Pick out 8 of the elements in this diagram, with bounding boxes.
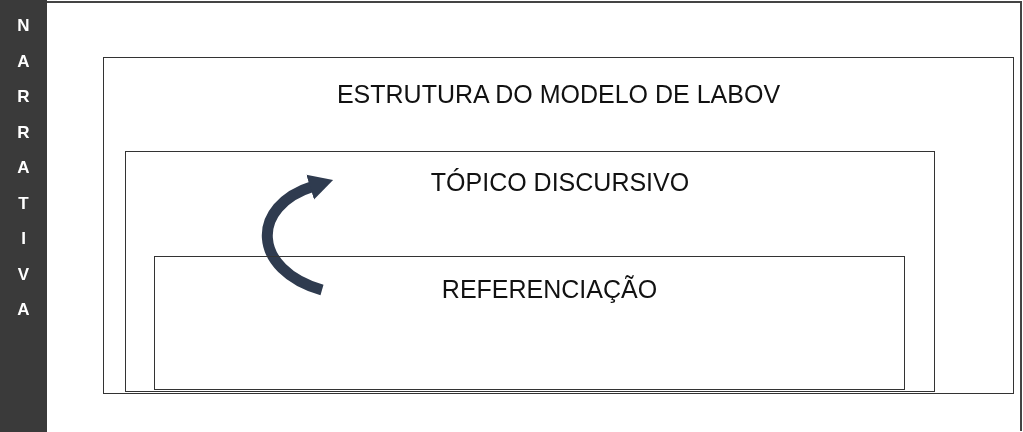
vertical-title: NARRATIVA	[16, 15, 31, 321]
nested-box	[154, 256, 905, 390]
box-title: ESTRUTURA DO MODELO DE LABOV	[335, 80, 782, 109]
nested-box	[103, 57, 1014, 394]
box-title: TÓPICO DISCURSIVO	[429, 168, 691, 197]
nested-box	[125, 151, 935, 392]
box-title: REFERENCIAÇÃO	[440, 275, 659, 304]
side-band	[0, 0, 47, 432]
